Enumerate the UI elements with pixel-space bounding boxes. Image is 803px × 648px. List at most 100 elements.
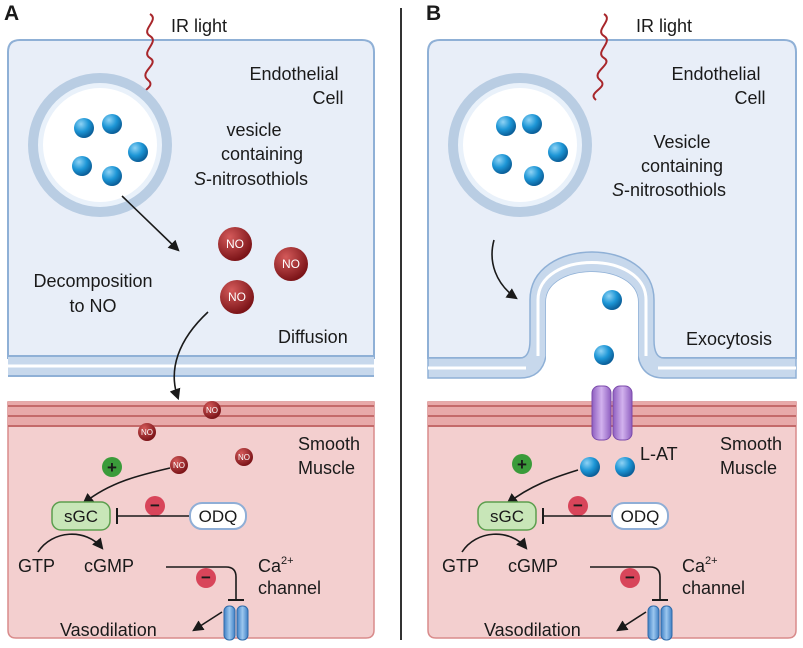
svg-text:NO: NO (282, 257, 300, 271)
odq-box-b (611, 502, 669, 530)
decomposition-label-1: Decomposition (33, 271, 152, 291)
ca-sup-b: 2+ (705, 555, 718, 567)
vesicle-label-b-1: Vesicle (653, 132, 710, 152)
snitrosothiol-sphere (522, 114, 542, 134)
inhibition-minus-icon (568, 496, 588, 516)
no-molecule-small: NO (170, 456, 188, 474)
activation-plus-icon (512, 454, 532, 474)
svg-text:−: − (201, 568, 211, 587)
exocytosis-pocket (546, 272, 638, 378)
ca-sup-a: 2+ (281, 555, 294, 567)
decomposition-arrow-a (121, 195, 180, 252)
cell-label-b-1: Endothelial (671, 64, 760, 84)
lat-label: L-AT (640, 444, 678, 464)
gtp-label-b: GTP (442, 556, 479, 576)
snitrosothiol-sphere (594, 345, 614, 365)
cell-label-b-2: Cell (734, 88, 765, 108)
snitrosothiol-sphere (496, 116, 516, 136)
gtp-cgmp-arrow-a (37, 533, 104, 553)
snitrosothiol-sphere (548, 142, 568, 162)
odq-label-b: ODQ (621, 507, 660, 526)
panel-b-letter: B (426, 2, 441, 25)
ca-label-a: Ca (258, 556, 282, 576)
svg-text:NO: NO (238, 453, 250, 462)
sgc-box-b (477, 501, 537, 531)
ir-light-wave-a (140, 13, 154, 101)
ir-light-wave-b (592, 13, 608, 101)
smooth-muscle-label-a-2: Muscle (298, 458, 355, 478)
snitrosothiol-sphere (524, 166, 544, 186)
no-molecule: NO (220, 280, 254, 314)
calcium-channel-a (223, 605, 249, 641)
no-molecule-small: NO (235, 448, 253, 466)
sgc-label-b: sGC (490, 507, 524, 526)
lat-transporter (591, 385, 633, 441)
svg-text:+: + (517, 455, 527, 474)
svg-text:NO: NO (228, 290, 246, 304)
smooth-muscle-label-b-1: Smooth (720, 434, 782, 454)
calcium-channel-b (647, 605, 673, 641)
snitrosothiol-sphere (580, 457, 600, 477)
no-molecule: NO (274, 247, 308, 281)
exocytosis-arrow (491, 239, 518, 300)
snitrosothiol-sphere (72, 156, 92, 176)
svg-text:NO: NO (206, 406, 218, 415)
ca-label-b: Ca (682, 556, 706, 576)
inhibition-minus-icon (620, 568, 640, 588)
vesicle-label-b-2: containing (641, 156, 723, 176)
no-molecule: NO (218, 227, 252, 261)
vasodilation-arrow-b (616, 611, 647, 632)
ir-light-label-b: IR light (636, 16, 692, 36)
snitrosothiol-sphere (602, 290, 622, 310)
no-molecule-small: NO (138, 423, 156, 441)
inhibition-minus-icon (145, 496, 165, 516)
activation-arrow-a (82, 467, 171, 505)
gtp-cgmp-arrow-b (461, 533, 528, 553)
svg-text:NO: NO (141, 428, 153, 437)
odq-label-a: ODQ (199, 507, 238, 526)
panel-a: A IR light Endothelial Cell vesicle cont… (4, 2, 375, 641)
ir-light-label-a: IR light (171, 16, 227, 36)
gtp-label-a: GTP (18, 556, 55, 576)
svg-text:S-nitrosothiols: S-nitrosothiols (612, 180, 726, 200)
cgmp-inhibition-line-a (166, 566, 237, 600)
activation-plus-icon (102, 457, 122, 477)
panel-a-letter: A (4, 2, 19, 25)
diffusion-label: Diffusion (278, 327, 348, 347)
channel-label-b: channel (682, 578, 745, 598)
svg-text:−: − (573, 496, 583, 515)
vesicle-label-a-2: containing (221, 144, 303, 164)
odq-box-a (189, 502, 247, 530)
vasodilation-label-b: Vasodilation (484, 620, 581, 640)
vesicle-label-a-3: -nitrosothiols (206, 169, 308, 189)
cell-label-a-2: Cell (312, 88, 343, 108)
exocytosis-label: Exocytosis (686, 329, 772, 349)
vesicle-label-a-italic: S (194, 169, 206, 189)
decomposition-label-2: to NO (69, 296, 116, 316)
cgmp-label-b: cGMP (508, 556, 558, 576)
vesicle-label-a-1: vesicle (226, 120, 281, 140)
cell-label-a-1: Endothelial (249, 64, 338, 84)
inhibition-minus-icon (196, 568, 216, 588)
diffusion-arrow (169, 311, 209, 401)
vasodilation-label-a: Vasodilation (60, 620, 157, 640)
svg-text:Ca2+: Ca2+ (258, 555, 294, 576)
smooth-muscle-label-b-2: Muscle (720, 458, 777, 478)
vesicle-label-b-3: -nitrosothiols (624, 180, 726, 200)
channel-label-a: channel (258, 578, 321, 598)
cgmp-inhibition-line-b (590, 566, 661, 600)
snitrosothiol-sphere (102, 166, 122, 186)
vasodilation-arrow-a (192, 611, 223, 632)
snitrosothiol-sphere (102, 114, 122, 134)
svg-text:−: − (625, 568, 635, 587)
cgmp-label-a: cGMP (84, 556, 134, 576)
activation-arrow-b (506, 469, 579, 505)
vesicle-label-b-italic: S (612, 180, 624, 200)
sgc-box-a (51, 501, 111, 531)
svg-text:NO: NO (173, 461, 185, 470)
svg-text:−: − (150, 496, 160, 515)
snitrosothiol-sphere (128, 142, 148, 162)
svg-text:+: + (107, 458, 117, 477)
